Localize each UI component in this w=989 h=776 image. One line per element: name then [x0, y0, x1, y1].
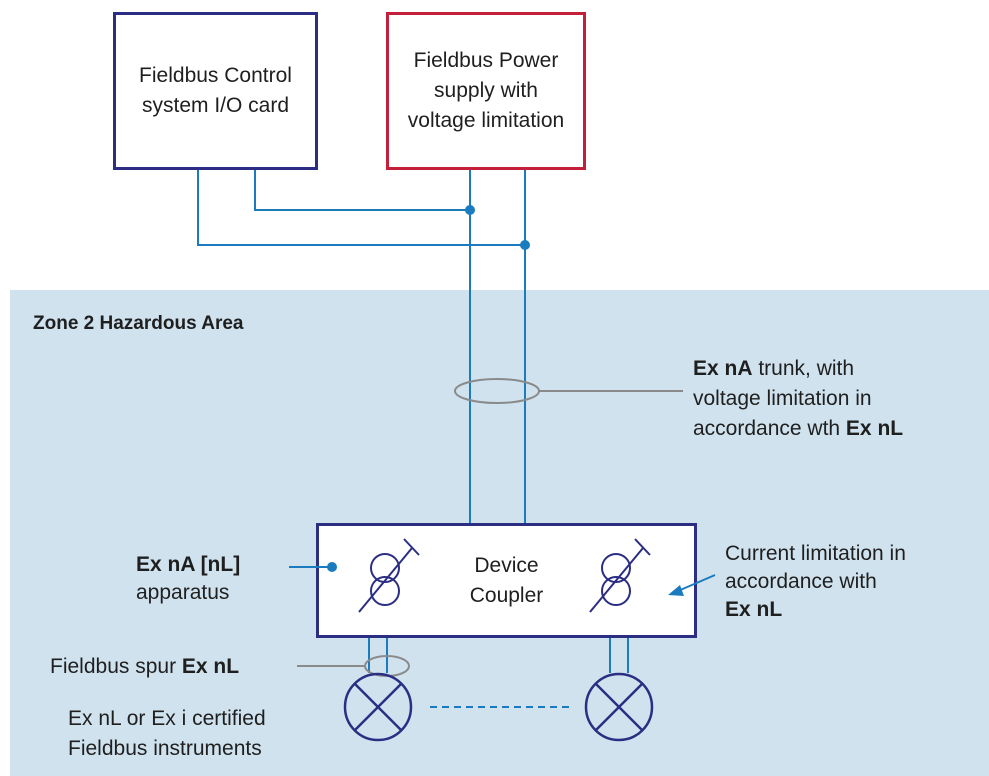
trunk-annotation: Ex nA trunk, with voltage limitation in …: [693, 354, 903, 444]
zone-title: Zone 2 Hazardous Area: [33, 313, 244, 334]
instrument-icon: [584, 672, 654, 742]
current-limiter-icon: [358, 538, 420, 613]
instruments-annotation: Ex nL or Ex i certified Fieldbus instrum…: [68, 704, 266, 764]
current-annotation-line1: Current limitation in: [725, 542, 906, 565]
current-annotation-line2: accordance with: [725, 570, 877, 593]
device-coupler-label: Device Coupler: [469, 553, 544, 607]
trunk-annotation-line3: accordance wth Ex nL: [693, 417, 904, 440]
current-limitation-annotation: Current limitation in accordance with Ex…: [725, 540, 906, 624]
apparatus-pointer-dot: [327, 562, 337, 572]
control-wire-b: [197, 170, 525, 246]
trunk-cable-ellipse: [454, 378, 540, 404]
apparatus-annotation-text: apparatus: [136, 581, 230, 604]
apparatus-annotation-bold: Ex nA [nL]: [136, 553, 241, 576]
current-annotation-bold: Ex nL: [725, 598, 783, 621]
current-leader-line: [677, 574, 716, 592]
trunk-annotation-line1: Ex nA trunk, with: [693, 357, 855, 380]
instruments-annotation-line1: Ex nL or Ex i certified: [68, 707, 266, 730]
instruments-annotation-line2: Fieldbus instruments: [68, 737, 262, 760]
power-supply-box: Fieldbus Power supply with voltage limit…: [386, 12, 586, 170]
current-limiter-icon: [589, 538, 651, 613]
control-system-box: Fieldbus Control system I/O card: [113, 12, 318, 170]
current-arrow-head: [668, 585, 684, 596]
control-system-label: Fieldbus Control system I/O card: [139, 64, 292, 117]
junction-dot: [520, 240, 530, 250]
control-wire-a: [254, 170, 470, 211]
apparatus-annotation: Ex nA [nL] apparatus: [136, 551, 240, 607]
spur-annotation: Fieldbus spur Ex nL: [50, 655, 240, 678]
power-supply-label: Fieldbus Power supply with voltage limit…: [407, 49, 565, 132]
trunk-annotation-line2: voltage limitation in: [693, 387, 872, 410]
instrument-icon: [343, 672, 413, 742]
junction-dot: [465, 205, 475, 215]
